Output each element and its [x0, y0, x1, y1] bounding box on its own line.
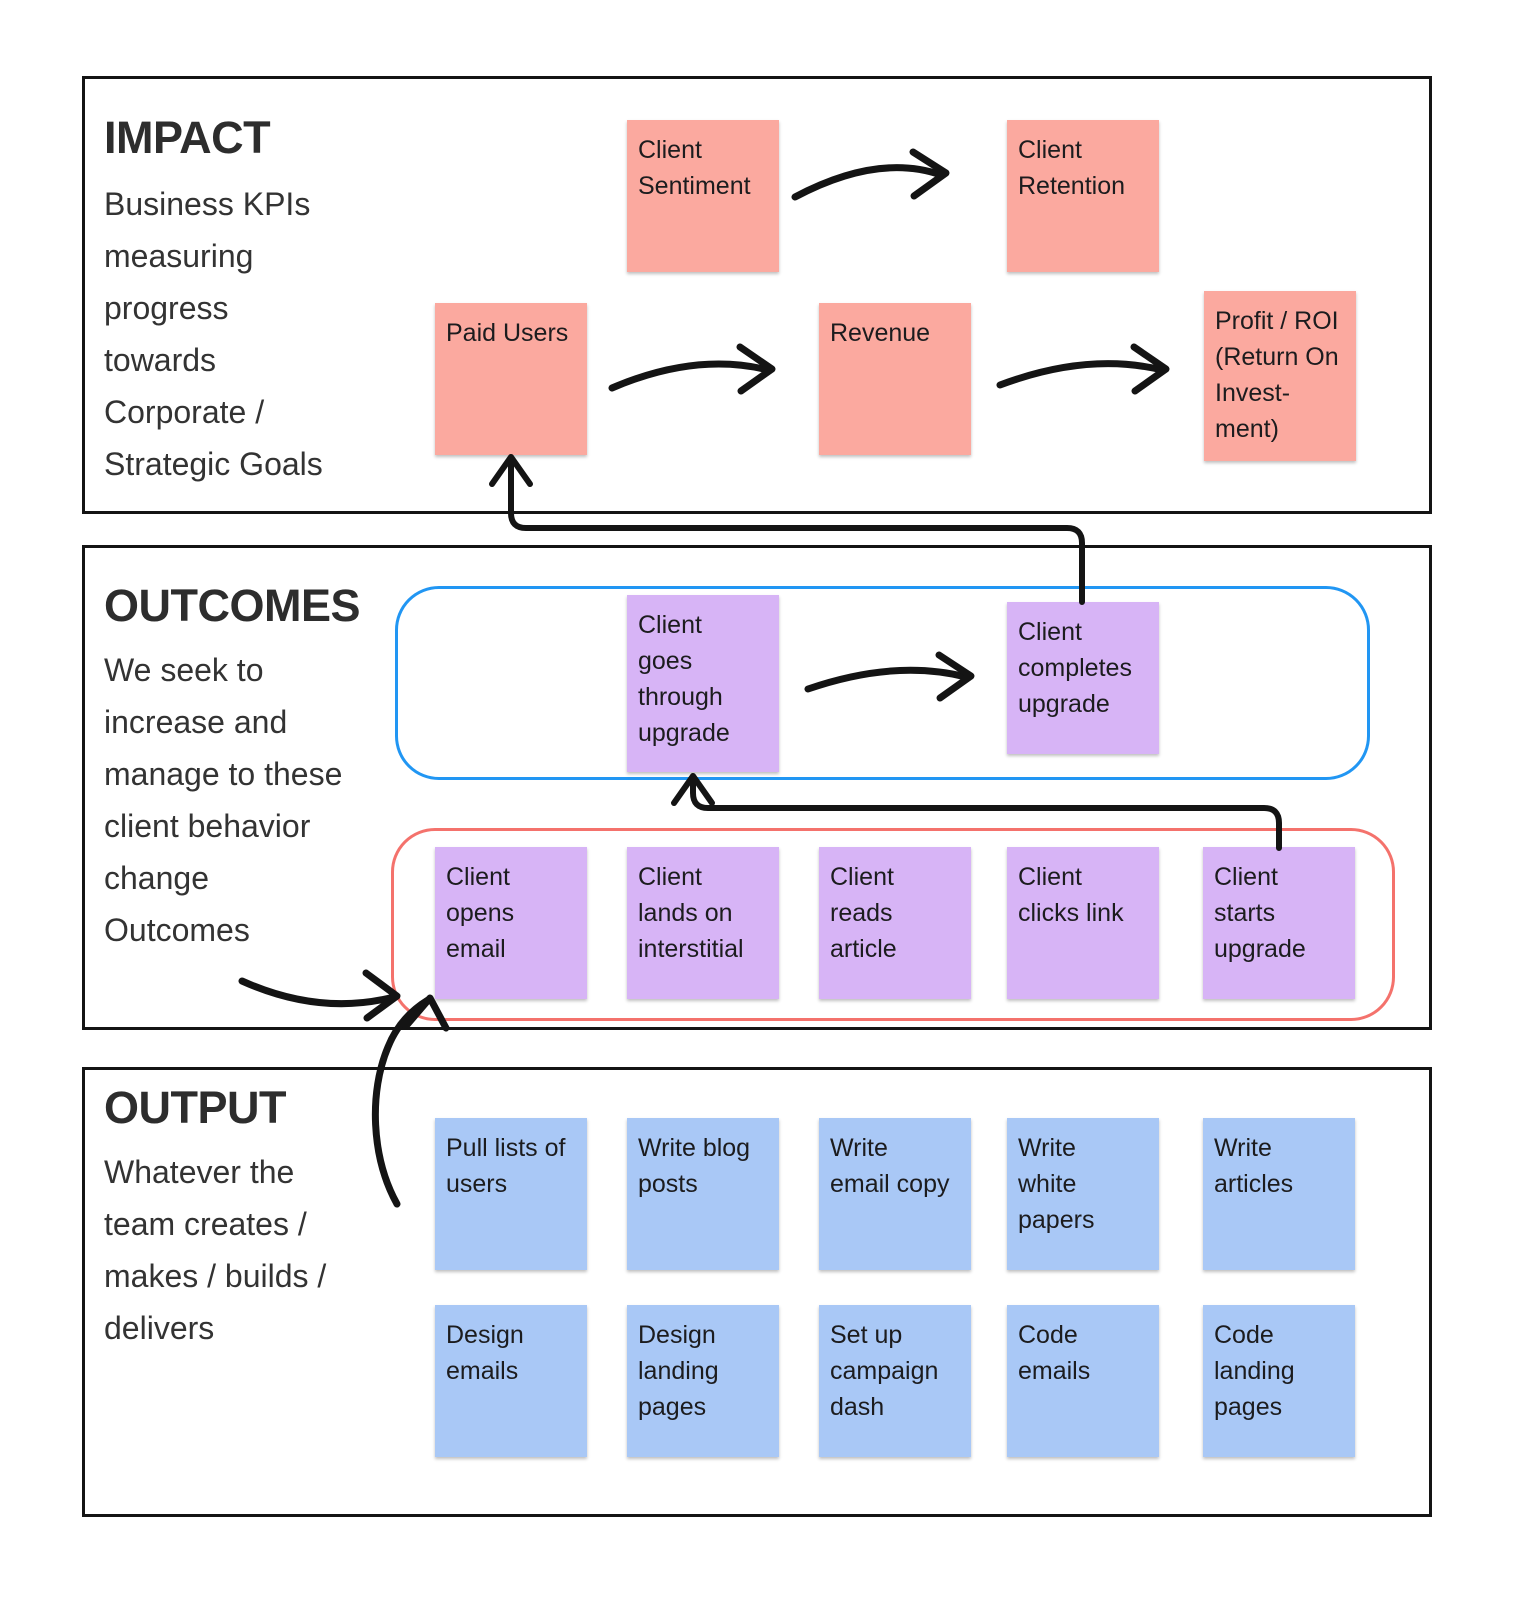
note-write-white-papers: Write white papers — [1007, 1118, 1159, 1270]
impact-description: Business KPIs measuring progress towards… — [104, 186, 323, 482]
note-client-retention: Client Retention — [1007, 120, 1159, 272]
note-client-goes-through-upgrade: Client goes through upgrade — [627, 595, 779, 772]
note-write-blog-posts: Write blog posts — [627, 1118, 779, 1270]
note-client-completes-upgrade: Client completes upgrade — [1007, 602, 1159, 754]
note-write-email-copy: Write email copy — [819, 1118, 971, 1270]
note-profit-roi: Profit / ROI (Return On Invest- ment) — [1204, 291, 1356, 461]
note-client-starts-upgrade: Client starts upgrade — [1203, 847, 1355, 999]
note-client-clicks-link: Client clicks link — [1007, 847, 1159, 999]
primary-outcomes-group — [395, 586, 1370, 780]
note-design-landing-pages: Design landing pages — [627, 1305, 779, 1457]
note-code-landing-pages: Code landing pages — [1203, 1305, 1355, 1457]
note-set-up-campaign-dash: Set up campaign dash — [819, 1305, 971, 1457]
note-client-reads-article: Client reads article — [819, 847, 971, 999]
note-client-sentiment: Client Sentiment — [627, 120, 779, 272]
note-client-lands-on-interstitial: Client lands on interstitial — [627, 847, 779, 999]
outcomes-title: OUTCOMES — [104, 580, 361, 631]
impact-title: IMPACT — [104, 112, 271, 163]
note-pull-lists-of-users: Pull lists of users — [435, 1118, 587, 1270]
note-client-opens-email: Client opens email — [435, 847, 587, 999]
note-paid-users: Paid Users — [435, 303, 587, 455]
note-design-emails: Design emails — [435, 1305, 587, 1457]
outcomes-description: We seek to increase and manage to these … — [104, 652, 343, 948]
output-description: Whatever the team creates / makes / buil… — [104, 1154, 327, 1346]
output-title: OUTPUT — [104, 1082, 287, 1133]
note-revenue: Revenue — [819, 303, 971, 455]
note-write-articles: Write articles — [1203, 1118, 1355, 1270]
note-code-emails: Code emails — [1007, 1305, 1159, 1457]
